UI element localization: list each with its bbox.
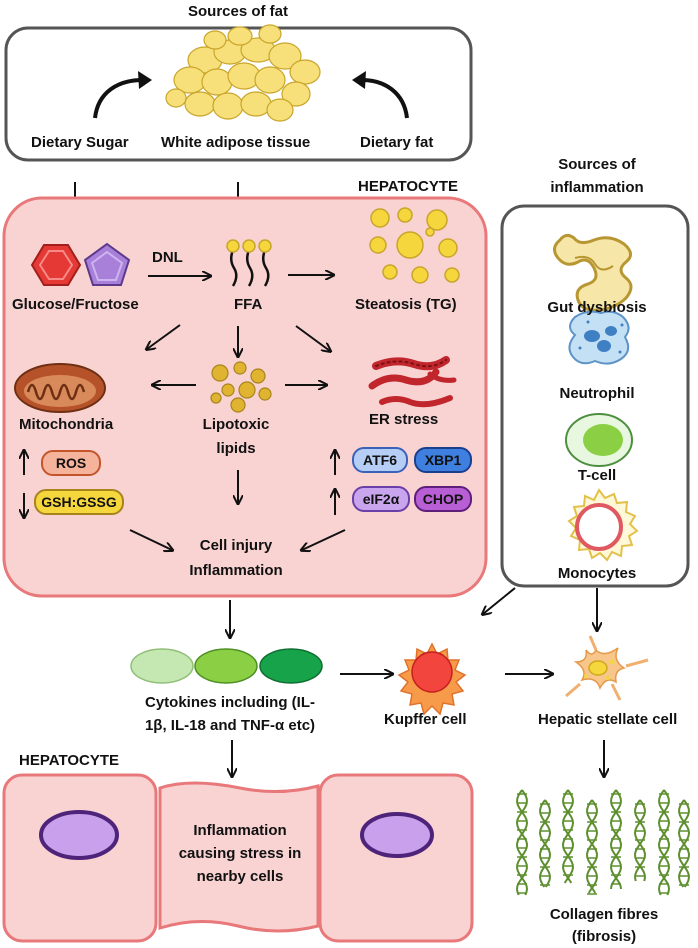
hepatocyte-lower-right <box>318 773 474 943</box>
ros-badge: ROS <box>41 450 101 476</box>
gut-dysbiosis-label: Gut dysbiosis <box>547 299 647 316</box>
hepatocyte-lower-title: HEPATOCYTE <box>19 752 120 769</box>
cytokines-label-1: Cytokines including (IL- <box>144 694 315 711</box>
cytokine-oval-dark <box>259 648 323 684</box>
fibrosis-label: (fibrosis) <box>571 928 637 945</box>
stellate-cell-icon <box>565 635 649 701</box>
sources-of-inflammation-title-2: inflammation <box>550 179 644 196</box>
lipotoxic-label: Lipotoxic <box>202 416 270 433</box>
kupffer-cell-label: Kupffer cell <box>384 711 467 728</box>
stress-label-1: Inflammation <box>193 822 287 839</box>
mitochondria-icon <box>14 363 106 413</box>
collagen-fibres-label: Collagen fibres <box>549 906 659 923</box>
dnl-label: DNL <box>152 249 183 266</box>
kupffer-cell-icon <box>397 642 467 716</box>
cytokine-oval-light <box>130 648 194 684</box>
white-adipose-label: White adipose tissue <box>161 134 311 151</box>
chop-badge: CHOP <box>414 486 472 512</box>
neutrophil-label: Neutrophil <box>559 385 635 402</box>
curved-arrow-left-icon <box>93 78 144 119</box>
cytokine-oval-mid <box>194 648 258 684</box>
er-stress-label: ER stress <box>369 411 439 428</box>
inflammation-label: Inflammation <box>189 562 283 579</box>
collagen-fibres-icon <box>515 789 691 896</box>
ffa-icon <box>226 239 272 287</box>
monocytes-label: Monocytes <box>557 565 637 582</box>
dietary-sugar-label: Dietary Sugar <box>31 134 129 151</box>
cell-injury-label: Cell injury <box>199 537 273 554</box>
gsh-gssg-badge: GSH:GSSG <box>34 489 124 515</box>
hepatic-stellate-label: Hepatic stellate cell <box>538 711 678 728</box>
glucose-fructose-label: Glucose/Fructose <box>12 296 139 313</box>
steatosis-droplets-icon <box>369 207 460 284</box>
cytokines-label-2: 1β, IL-18 and TNF-α etc) <box>144 717 316 734</box>
curved-arrow-right-icon <box>361 78 409 119</box>
glucose-hexagon-icon <box>30 244 82 286</box>
stressed-hepatocyte <box>158 781 320 933</box>
adipose-tissue-icon <box>165 24 321 122</box>
eif2a-badge: eIF2α <box>352 486 410 512</box>
t-cell-icon <box>565 413 633 467</box>
t-cell-label: T-cell <box>577 467 617 484</box>
xbp1-badge: XBP1 <box>414 447 472 473</box>
hepatocyte-title: HEPATOCYTE <box>358 178 459 195</box>
er-stress-icon <box>368 356 457 408</box>
neutrophil-icon <box>568 310 630 365</box>
stress-label-3: nearby cells <box>196 868 284 885</box>
ffa-label: FFA <box>234 296 263 313</box>
steatosis-label: Steatosis (TG) <box>355 296 457 313</box>
sources-of-inflammation-box <box>500 204 690 588</box>
stress-label-2: causing stress in <box>178 845 302 862</box>
lipids-label: lipids <box>216 440 256 457</box>
dietary-fat-label: Dietary fat <box>360 134 434 151</box>
gut-icon <box>553 233 633 312</box>
mitochondria-label: Mitochondria <box>19 416 114 433</box>
sources-of-inflammation-title-1: Sources of <box>558 156 636 173</box>
lipotoxic-lipids-icon <box>210 361 272 413</box>
monocyte-icon <box>567 488 639 562</box>
atf6-badge: ATF6 <box>352 447 408 473</box>
sources-of-fat-title: Sources of fat <box>187 3 289 20</box>
